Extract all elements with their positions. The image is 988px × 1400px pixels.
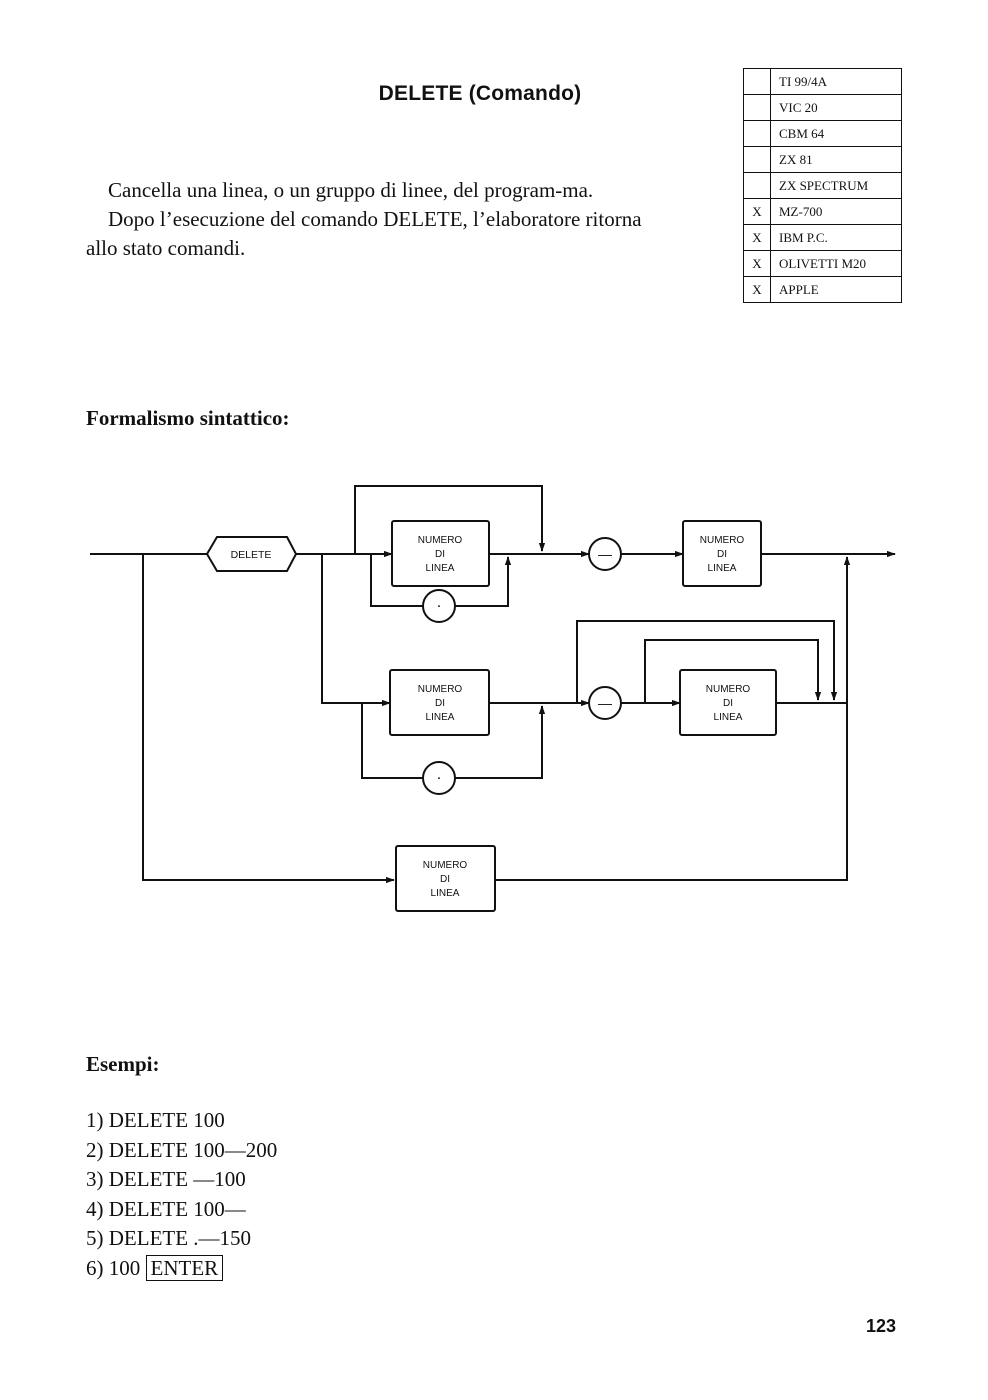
compat-computer: MZ-700 xyxy=(770,198,902,225)
diagram-dash-circle: — xyxy=(588,686,622,720)
box-label-line-2: DI xyxy=(440,874,450,885)
box-label-line-3: LINEA xyxy=(714,712,743,723)
compat-computer: APPLE xyxy=(770,276,902,303)
compat-computer: OLIVETTI M20 xyxy=(770,250,902,277)
box-label-line-3: LINEA xyxy=(426,563,455,574)
compat-computer: CBM 64 xyxy=(770,120,902,147)
compat-mark xyxy=(743,94,771,121)
page-number: 123 xyxy=(866,1316,897,1336)
compat-row: ZX SPECTRUM xyxy=(743,172,902,199)
compat-computer: ZX 81 xyxy=(770,146,902,173)
compat-mark xyxy=(743,146,771,173)
diagram-line xyxy=(455,556,512,607)
intro-paragraph-1: Cancella una linea, o un gruppo di linee… xyxy=(108,178,594,202)
example-item: 2) DELETE 100—200 xyxy=(86,1137,278,1162)
example-item: 6) 100 ENTER xyxy=(86,1254,277,1284)
example-item: 4) DELETE 100— xyxy=(86,1196,246,1221)
compat-mark: X xyxy=(743,224,771,251)
compat-mark: X xyxy=(743,250,771,277)
diagram-line-number-box: NUMERO DI LINEA xyxy=(389,669,490,736)
diagram-line xyxy=(370,554,423,607)
compat-computer: VIC 20 xyxy=(770,94,902,121)
compat-mark xyxy=(743,172,771,199)
compat-row: ZX 81 xyxy=(743,146,902,173)
diagram-line xyxy=(142,554,395,884)
diagram-line xyxy=(576,620,838,703)
diagram-line-number-box: NUMERO DI LINEA xyxy=(682,520,762,587)
diagram-line-number-box: NUMERO DI LINEA xyxy=(395,845,496,912)
diagram-line-number-box: NUMERO DI LINEA xyxy=(391,520,490,587)
intro-text: Cancella una linea, o un gruppo di linee… xyxy=(86,176,676,263)
syntax-diagram: DELETE NUMERO DI LINEA NUMERO DI LINEA N… xyxy=(90,485,896,912)
compat-row: CBM 64 xyxy=(743,120,902,147)
example-item: 3) DELETE —100 xyxy=(86,1167,246,1191)
box-label-line-2: DI xyxy=(435,549,445,560)
diagram-delete-label: DELETE xyxy=(231,549,272,561)
syntax-heading: Formalismo sintattico: xyxy=(86,406,290,430)
diagram-dash-circle: — xyxy=(588,537,622,571)
box-label-line-2: DI xyxy=(717,549,727,560)
example-6-prefix: 6) 100 xyxy=(86,1255,141,1280)
example-item: 1) DELETE 100 xyxy=(86,1108,225,1132)
dash-symbol: — xyxy=(598,695,612,711)
compat-computer: ZX SPECTRUM xyxy=(770,172,902,199)
compat-mark: X xyxy=(743,198,771,225)
compat-mark xyxy=(743,68,771,95)
compat-row: VIC 20 xyxy=(743,94,902,121)
diagram-line xyxy=(361,703,423,779)
dash-symbol: — xyxy=(598,546,612,562)
enter-key-box: ENTER xyxy=(145,1254,224,1281)
diagram-line xyxy=(644,639,822,703)
diagram-delete-keyword: DELETE xyxy=(205,536,298,572)
diagram-bypass-line xyxy=(354,485,546,554)
diagram-dot-circle: . xyxy=(422,589,456,623)
page-title: DELETE (Comando) xyxy=(378,82,582,105)
examples-heading: Esempi: xyxy=(86,1052,160,1076)
dot-symbol: . xyxy=(437,766,441,783)
examples-list: 1) DELETE 100 2) DELETE 100—200 3) DELET… xyxy=(86,1106,277,1283)
diagram-line xyxy=(321,554,391,707)
diagram-line xyxy=(455,705,546,779)
box-label-line-2: DI xyxy=(435,698,445,709)
diagram-line xyxy=(495,703,848,881)
compat-mark xyxy=(743,120,771,147)
box-label-line-3: LINEA xyxy=(426,712,455,723)
box-label-line-3: LINEA xyxy=(431,888,460,899)
diagram-line-number-box: NUMERO DI LINEA xyxy=(679,669,777,736)
intro-paragraph-2: Dopo l’esecuzione del comando DELETE, l’… xyxy=(86,207,642,260)
box-label-line-2: DI xyxy=(723,698,733,709)
box-label-line-1: NUMERO xyxy=(418,535,463,546)
dot-symbol: . xyxy=(437,594,441,611)
box-label-line-3: LINEA xyxy=(708,563,737,574)
compat-computer: TI 99/4A xyxy=(770,68,902,95)
compat-computer: IBM P.C. xyxy=(770,224,902,251)
box-label-line-1: NUMERO xyxy=(418,684,463,695)
compatibility-table: TI 99/4A VIC 20 CBM 64 ZX 81 ZX SPECTRUM… xyxy=(743,68,902,303)
box-label-line-1: NUMERO xyxy=(700,535,745,546)
box-label-line-1: NUMERO xyxy=(423,860,468,871)
diagram-dot-circle: . xyxy=(422,761,456,795)
box-label-line-1: NUMERO xyxy=(706,684,751,695)
compat-row: TI 99/4A xyxy=(743,68,902,95)
compat-mark: X xyxy=(743,276,771,303)
example-item: 5) DELETE .—150 xyxy=(86,1226,252,1250)
